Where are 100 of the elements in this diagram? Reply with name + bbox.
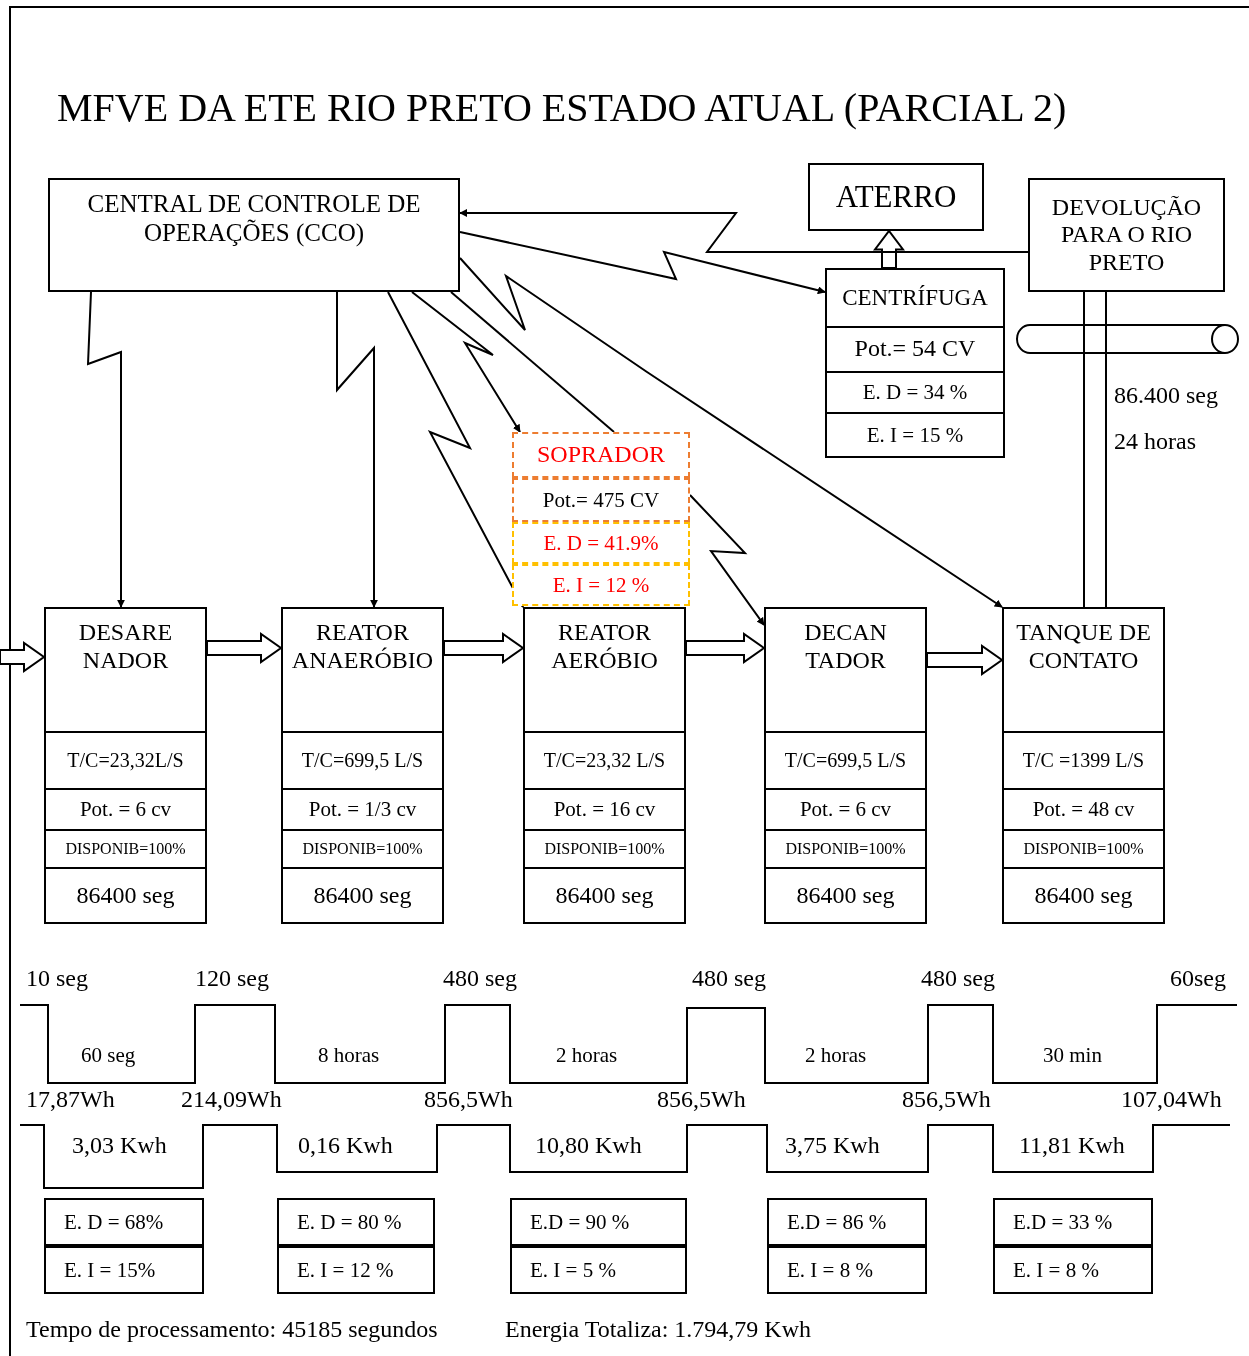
data-row: E. I = 15 % xyxy=(827,411,1003,456)
information-arrow xyxy=(387,291,524,608)
connector-line xyxy=(450,291,615,433)
time-label: 2 horas xyxy=(556,1044,618,1068)
data-row: DISPONIB=100% xyxy=(766,829,925,867)
data-row: 86400 seg xyxy=(46,866,205,922)
energy-label: 17,87Wh xyxy=(26,1086,115,1113)
indicator-box xyxy=(993,1198,1153,1246)
summary-text: Energia Totaliza: 1.794,79 Kwh xyxy=(505,1316,812,1343)
process-title: SOPRADOR xyxy=(512,432,690,478)
data-row: T/C=23,32L/S xyxy=(46,731,205,788)
energy-label: 856,5Wh xyxy=(657,1086,746,1113)
data-row: DISPONIB=100% xyxy=(525,829,684,867)
process-title: DECAN TADOR xyxy=(803,618,888,675)
information-arrow xyxy=(336,291,378,608)
data-row: DISPONIB=100% xyxy=(1004,829,1163,867)
information-arrow xyxy=(86,291,125,608)
push-arrow xyxy=(206,632,283,664)
indicator-text: E. I = 12 % xyxy=(296,1256,395,1284)
node-title: CENTRAL DE CONTROLE DE OPERAÇÕES (CCO) xyxy=(86,189,422,249)
time-label: 120 seg xyxy=(195,965,269,992)
node-title: ATERRO xyxy=(834,178,958,217)
data-row: Pot.= 475 CV xyxy=(512,478,690,522)
process-box xyxy=(825,268,1005,458)
data-row: Pot. = 16 cv xyxy=(525,787,684,830)
time-label: 480 seg xyxy=(443,965,517,992)
data-row: Pot. = 1/3 cv xyxy=(283,787,442,830)
time-label: 30 min xyxy=(1043,1044,1102,1068)
summary-text: Tempo de processamento: 45185 segundos xyxy=(26,1316,438,1343)
push-arrow xyxy=(926,644,1004,676)
data-row: E. I = 12 % xyxy=(512,564,690,606)
data-row: T/C =1399 L/S xyxy=(1004,731,1163,788)
indicator-box xyxy=(510,1198,687,1246)
push-arrow xyxy=(0,641,46,673)
energy-label: 214,09Wh xyxy=(181,1086,282,1113)
energy-label: 11,81 Kwh xyxy=(1019,1132,1125,1159)
information-arrow xyxy=(411,291,521,433)
data-row: 86400 seg xyxy=(1004,866,1163,922)
node-title: DEVOLUÇÃO PARA O RIO PRETO xyxy=(1050,192,1203,277)
diagram-title: MFVE DA ETE RIO PRETO ESTADO ATUAL (PARCIAL 2) xyxy=(57,86,1067,130)
push-arrow xyxy=(685,632,766,664)
process-box xyxy=(281,607,444,924)
indicator-box xyxy=(510,1246,687,1294)
information-arrow xyxy=(459,257,1003,608)
indicator-box xyxy=(277,1198,435,1246)
indicator-text: E. I = 8 % xyxy=(1012,1256,1100,1284)
indicator-text: E.D = 33 % xyxy=(1012,1208,1114,1236)
energy-label: 3,75 Kwh xyxy=(785,1132,880,1159)
time-label: 480 seg xyxy=(692,965,766,992)
process-title: REATOR ANAERÓBIO xyxy=(290,618,435,675)
energy-label: 3,03 Kwh xyxy=(72,1132,167,1159)
energy-label: 856,5Wh xyxy=(902,1086,991,1113)
equipment-box xyxy=(512,432,690,606)
data-row: E. D = 34 % xyxy=(827,370,1003,412)
information-arrow xyxy=(459,231,826,295)
data-row: 86400 seg xyxy=(766,866,925,922)
indicator-box xyxy=(767,1198,927,1246)
pipe-line xyxy=(1083,291,1107,608)
process-title: DESARE NADOR xyxy=(77,618,174,675)
data-row: T/C=699,5 L/S xyxy=(766,731,925,788)
process-title: CENTRÍFUGA xyxy=(841,283,989,312)
data-row: 86400 seg xyxy=(525,866,684,922)
process-box xyxy=(1028,178,1225,292)
indicator-text: E. D = 80 % xyxy=(296,1208,403,1236)
information-arrow xyxy=(459,209,1029,253)
indicator-text: E. I = 15% xyxy=(63,1256,157,1284)
process-title: TANQUE DE CONTATO xyxy=(1015,618,1152,675)
indicator-text: E. I = 5 % xyxy=(529,1256,617,1284)
push-arrow xyxy=(873,229,905,269)
data-row: Pot. = 6 cv xyxy=(766,787,925,830)
indicator-box xyxy=(993,1246,1153,1294)
process-box xyxy=(764,607,927,924)
time-label: 10 seg xyxy=(26,965,88,992)
information-arrow xyxy=(689,494,765,626)
energy-label: 10,80 Kwh xyxy=(535,1132,642,1159)
data-row: T/C=23,32 L/S xyxy=(525,731,684,788)
indicator-text: E.D = 86 % xyxy=(786,1208,888,1236)
indicator-box xyxy=(277,1246,435,1294)
indicator-box xyxy=(44,1198,204,1246)
process-box xyxy=(48,178,460,292)
energy-label: 0,16 Kwh xyxy=(298,1132,393,1159)
process-box xyxy=(808,163,984,231)
data-row: 86400 seg xyxy=(283,866,442,922)
data-row: E. D = 41.9% xyxy=(512,522,690,564)
data-row: DISPONIB=100% xyxy=(46,829,205,867)
indicator-text: E. I = 8 % xyxy=(786,1256,874,1284)
energy-label: 107,04Wh xyxy=(1121,1086,1222,1113)
time-label: 86.400 seg xyxy=(1114,382,1218,409)
process-box xyxy=(44,607,207,924)
indicator-text: E. D = 68% xyxy=(63,1208,165,1236)
indicator-box xyxy=(767,1246,927,1294)
time-label: 24 horas xyxy=(1114,428,1196,455)
indicator-text: E.D = 90 % xyxy=(529,1208,631,1236)
data-row: T/C=699,5 L/S xyxy=(283,731,442,788)
time-label: 60 seg xyxy=(81,1044,136,1068)
time-label: 2 horas xyxy=(805,1044,867,1068)
energy-label: 856,5Wh xyxy=(424,1086,513,1113)
data-row: Pot. = 48 cv xyxy=(1004,787,1163,830)
indicator-box xyxy=(44,1246,204,1294)
data-row: Pot.= 54 CV xyxy=(827,325,1003,371)
